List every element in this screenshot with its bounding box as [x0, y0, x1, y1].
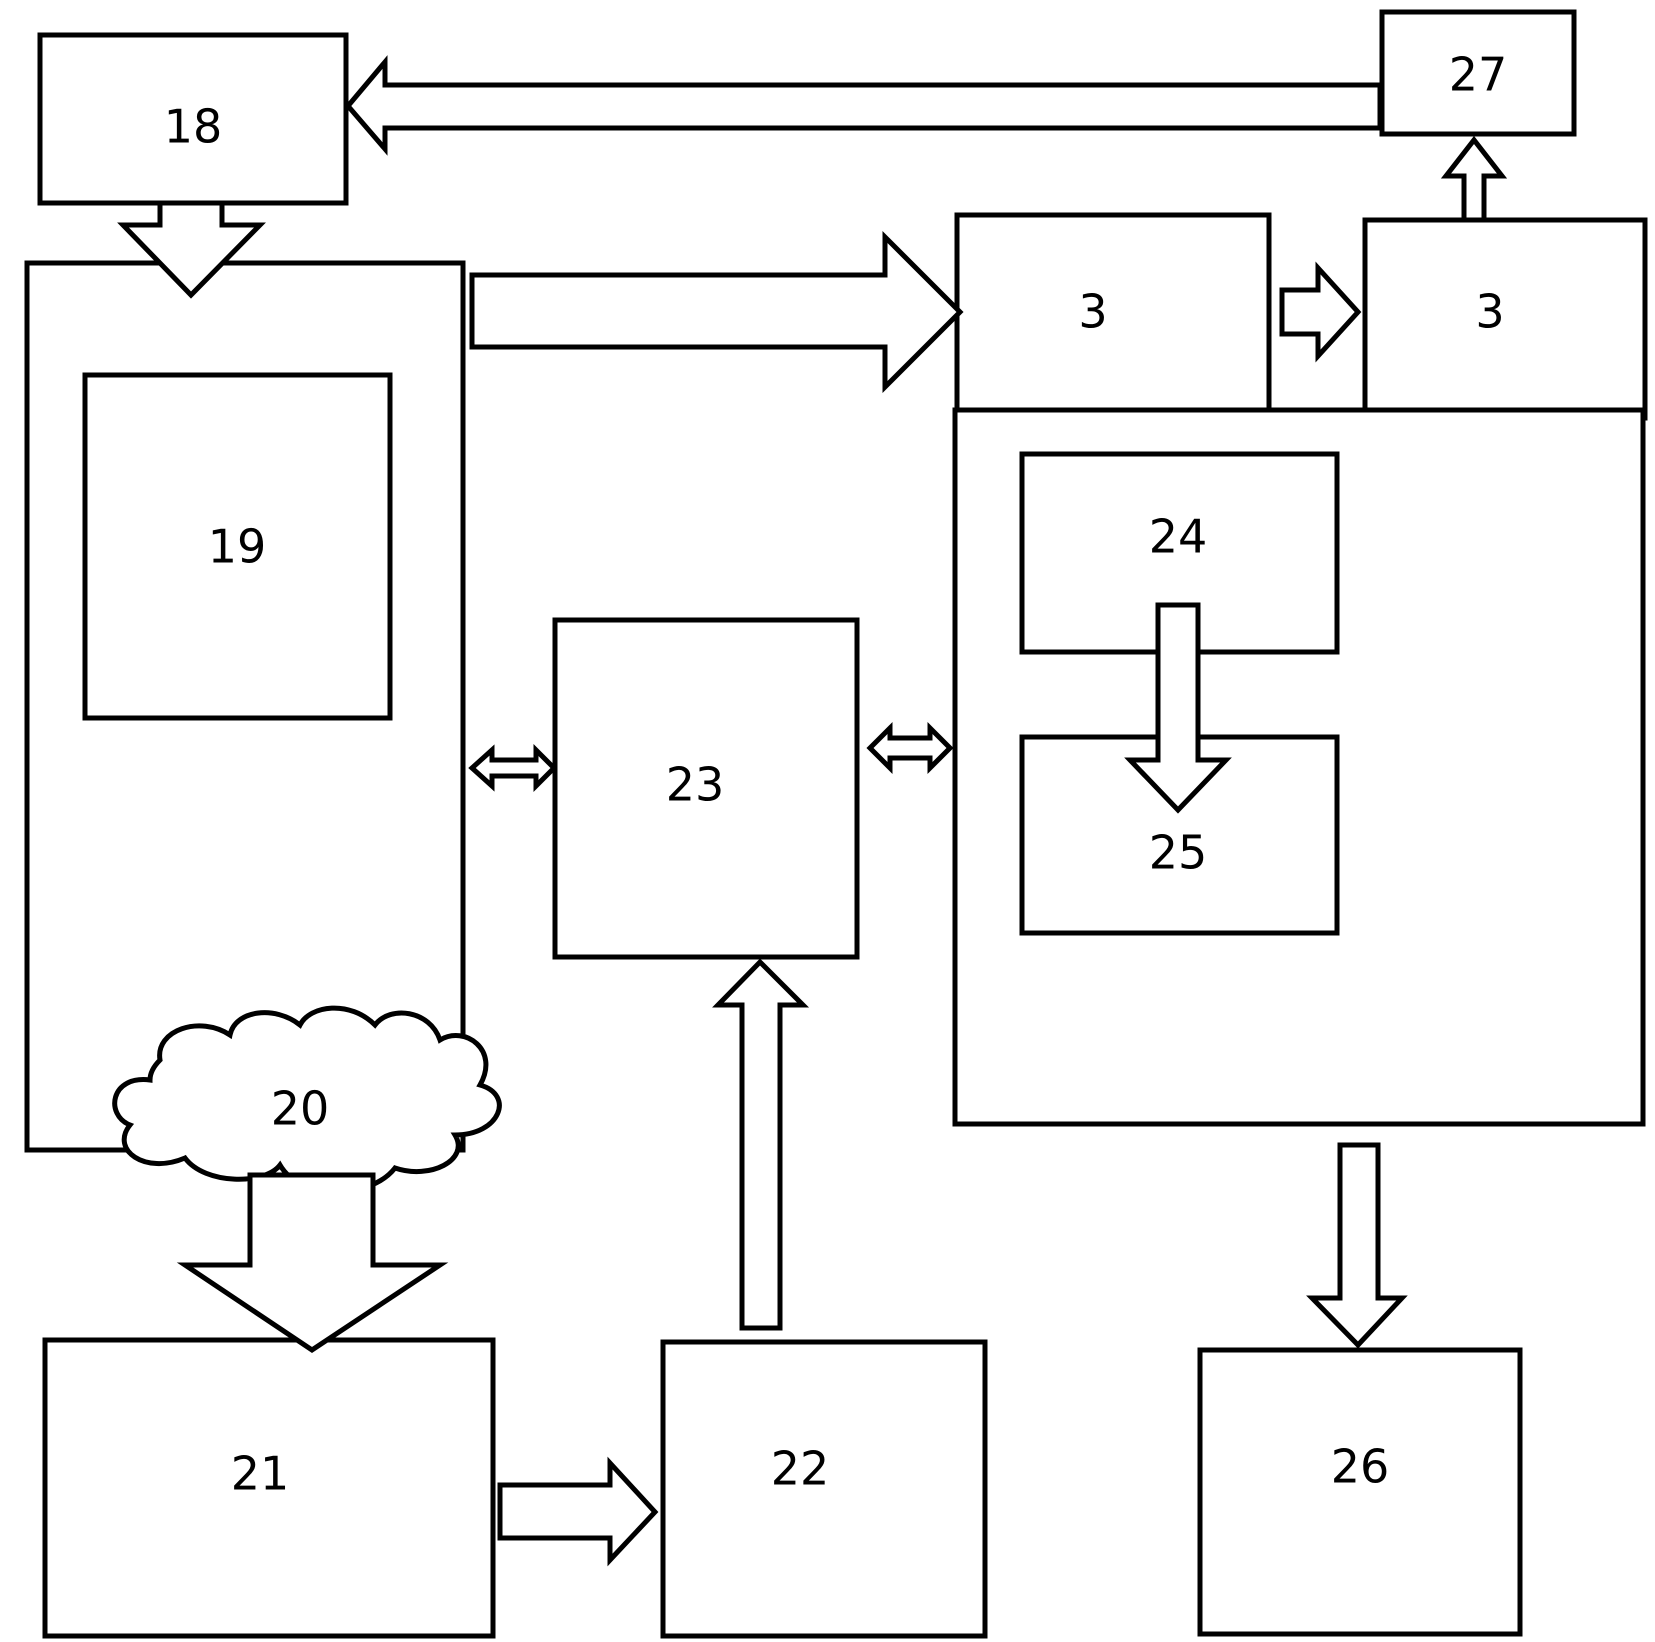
arrow-3-to-27	[1440, 135, 1508, 223]
box-27	[1379, 9, 1577, 137]
arrow-right-unit-to-26	[1306, 1142, 1408, 1349]
arrow-21-to-22	[497, 1456, 659, 1567]
double-arrow-23-right-unit	[866, 721, 954, 775]
label-18: 18	[164, 100, 223, 154]
box-19	[82, 372, 393, 721]
label-25: 25	[1149, 826, 1208, 880]
arrow-24-to-25	[1124, 602, 1232, 814]
box-3-right	[1362, 217, 1648, 421]
arrow-20-to-21	[176, 1172, 449, 1354]
arrow-22-to-23	[712, 958, 810, 1331]
box-21	[42, 1337, 496, 1639]
label-24: 24	[1149, 510, 1208, 564]
label-21: 21	[231, 1447, 290, 1501]
arrow-3-to-3	[1279, 261, 1362, 363]
box-23	[552, 617, 860, 960]
label-22: 22	[771, 1442, 830, 1496]
arrow-27-to-18	[344, 55, 1383, 156]
box-18	[37, 32, 349, 206]
cloud-20	[112, 1005, 502, 1195]
label-3-right: 3	[1475, 285, 1504, 339]
double-arrow-left-unit-23	[468, 743, 558, 793]
arrow-left-unit-to-3	[469, 230, 964, 394]
label-27: 27	[1449, 48, 1508, 102]
label-19: 19	[208, 520, 267, 574]
label-20: 20	[271, 1082, 330, 1136]
box-26	[1197, 1347, 1523, 1637]
box-22	[660, 1339, 988, 1639]
label-26: 26	[1331, 1440, 1390, 1494]
label-3-left: 3	[1078, 285, 1107, 339]
label-23: 23	[666, 758, 725, 812]
box-3-left	[954, 212, 1272, 416]
arrow-18-to-left-unit	[117, 200, 266, 299]
